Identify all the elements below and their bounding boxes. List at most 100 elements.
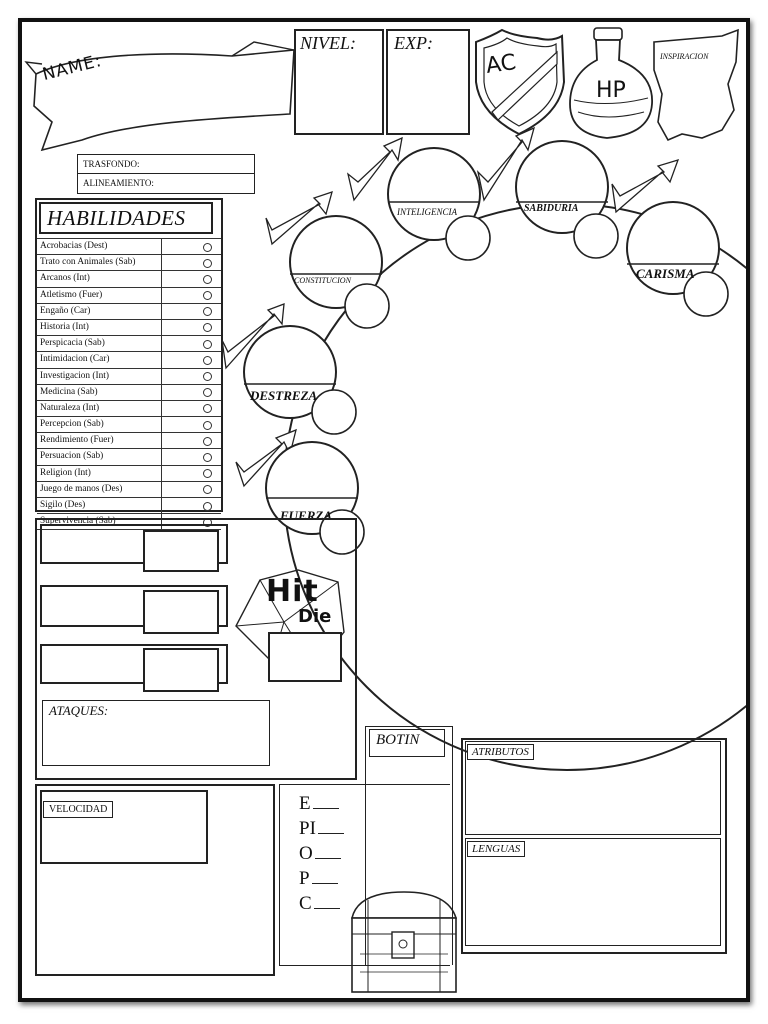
coin-field[interactable]: O: [299, 844, 341, 863]
skill-value-field[interactable]: [161, 384, 206, 400]
skill-proficiency-checkbox[interactable]: [203, 242, 212, 252]
skill-proficiency-checkbox[interactable]: [203, 388, 212, 398]
coins-panel: [279, 784, 450, 966]
stat-value-2[interactable]: [143, 590, 219, 634]
skill-proficiency-checkbox[interactable]: [203, 485, 212, 495]
velocidad-label: VELOCIDAD: [43, 801, 114, 818]
skill-value-field[interactable]: [161, 433, 206, 449]
ability-circle-inteligencia: [387, 147, 491, 261]
skill-row: Intimidacion (Car): [37, 352, 221, 369]
skill-value-field[interactable]: [161, 465, 206, 481]
skill-proficiency-checkbox[interactable]: [203, 404, 212, 414]
atributos-label: ATRIBUTOS: [467, 744, 534, 760]
skill-proficiency-checkbox[interactable]: [203, 274, 212, 284]
skill-value-field[interactable]: [161, 481, 206, 497]
skill-proficiency-checkbox[interactable]: [203, 307, 212, 317]
skill-proficiency-checkbox[interactable]: [203, 355, 212, 365]
skill-label: Atletismo (Fuer): [40, 289, 103, 300]
coin-label: P: [299, 868, 310, 889]
alineamiento-field[interactable]: ALINEAMIENTO:: [78, 174, 254, 192]
skill-proficiency-checkbox[interactable]: [203, 339, 212, 349]
botin-label-box: BOTIN: [369, 729, 445, 757]
skill-label: Rendimiento (Fuer): [40, 435, 114, 446]
ataques-box[interactable]: ATAQUES:: [42, 700, 270, 766]
ribbon-destreza-icon: [221, 303, 285, 370]
trasfondo-field[interactable]: TRASFONDO:: [78, 155, 254, 174]
stat-field-3[interactable]: [40, 644, 228, 684]
coin-field[interactable]: E: [299, 794, 339, 813]
coin-underline: [314, 858, 341, 859]
skill-row: Medicina (Sab): [37, 384, 221, 401]
inteligencia-label: INTELIGENCIA: [397, 207, 458, 217]
skill-value-field[interactable]: [161, 514, 206, 530]
stat-value-3[interactable]: [143, 648, 219, 692]
skill-label: Intimidacion (Car): [40, 354, 110, 365]
skill-label: Naturaleza (Int): [40, 402, 100, 413]
skill-label: Juego de manos (Des): [40, 483, 123, 494]
velocidad-box[interactable]: [40, 790, 208, 864]
skill-row: Engaño (Car): [37, 303, 221, 320]
background-box: TRASFONDO: ALINEAMIENTO:: [77, 154, 255, 194]
skill-row: Religion (Int): [37, 465, 221, 482]
exp-box[interactable]: EXP:: [386, 29, 470, 135]
skill-proficiency-checkbox[interactable]: [203, 501, 212, 511]
skill-value-field[interactable]: [161, 319, 206, 336]
skill-label: Trato con Animales (Sab): [40, 257, 136, 268]
skill-proficiency-checkbox[interactable]: [203, 420, 212, 430]
skill-value-field[interactable]: [161, 368, 206, 384]
hp-potion-icon: [569, 27, 653, 139]
skill-row: Acrobacias (Dest): [37, 239, 221, 256]
nivel-box[interactable]: NIVEL:: [294, 29, 384, 135]
inspiracion-label: INSPIRACION: [660, 52, 709, 61]
botin-label: BOTIN: [376, 732, 420, 748]
skill-proficiency-checkbox[interactable]: [203, 436, 212, 446]
skill-value-field[interactable]: [161, 303, 206, 319]
skill-label: Percepcion (Sab): [40, 419, 104, 430]
stat-field-1[interactable]: [40, 524, 228, 564]
hit-die-title-bottom: Die: [298, 606, 332, 627]
carisma-label: CARISMA: [636, 266, 695, 281]
coin-field[interactable]: C: [299, 894, 340, 913]
atributos-lenguas-panel: [461, 738, 727, 954]
hp-label: HP: [596, 78, 626, 103]
skill-proficiency-checkbox[interactable]: [203, 452, 212, 462]
skill-value-field[interactable]: [161, 287, 206, 303]
skill-row: Atletismo (Fuer): [37, 287, 221, 304]
coin-field[interactable]: PI: [299, 819, 344, 838]
trasfondo-label: TRASFONDO:: [83, 159, 140, 169]
skill-value-field[interactable]: [161, 271, 206, 287]
skill-proficiency-checkbox[interactable]: [203, 291, 212, 301]
skill-value-field[interactable]: [161, 352, 206, 368]
skill-value-field[interactable]: [161, 255, 206, 271]
skill-proficiency-checkbox[interactable]: [203, 323, 212, 333]
skill-value-field[interactable]: [161, 498, 206, 514]
habilidades-panel: HABILIDADES Acrobacias (Dest)Trato con A…: [35, 198, 223, 531]
skill-value-field[interactable]: [161, 239, 206, 255]
skill-label: Historia (Int): [40, 321, 89, 332]
atributos-box[interactable]: [465, 741, 721, 835]
skill-proficiency-checkbox[interactable]: [203, 469, 212, 479]
skill-proficiency-checkbox[interactable]: [203, 258, 212, 268]
skill-row: Percepcion (Sab): [37, 417, 221, 434]
botin-panel: [365, 726, 453, 965]
coin-field[interactable]: P: [299, 869, 338, 888]
habilidades-list: Acrobacias (Dest)Trato con Animales (Sab…: [37, 238, 221, 531]
combat-panel: [35, 518, 357, 780]
skill-row: Perspicacia (Sab): [37, 336, 221, 353]
coin-label: O: [299, 843, 313, 864]
stat-value-1[interactable]: [143, 530, 219, 572]
lenguas-box[interactable]: [465, 838, 721, 946]
skill-value-field[interactable]: [161, 400, 206, 417]
skill-value-field[interactable]: [161, 449, 206, 465]
skill-row: Rendimiento (Fuer): [37, 433, 221, 450]
skill-value-field[interactable]: [161, 336, 206, 352]
ribbon-constitucion-icon: [265, 190, 333, 246]
stat-field-2[interactable]: [40, 585, 228, 627]
coin-underline: [313, 908, 340, 909]
skill-row: Naturaleza (Int): [37, 400, 221, 418]
coin-label: E: [299, 793, 311, 814]
skill-label: Arcanos (Int): [40, 273, 90, 284]
skill-value-field[interactable]: [161, 417, 206, 433]
hit-die-box[interactable]: [268, 632, 342, 682]
skill-proficiency-checkbox[interactable]: [203, 372, 212, 381]
